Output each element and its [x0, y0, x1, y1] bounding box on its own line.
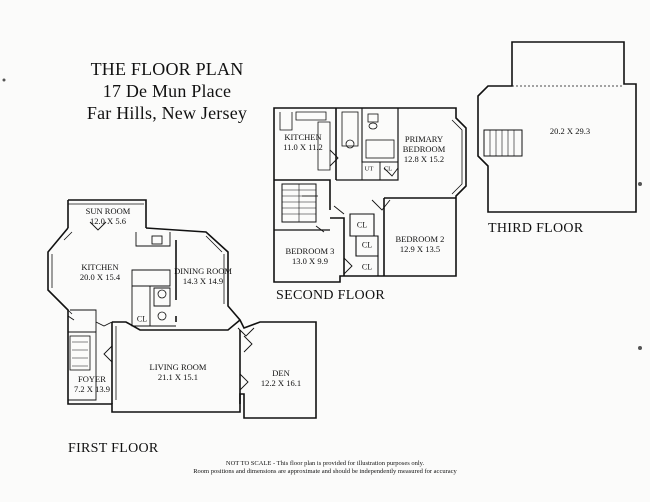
- room-primary-bedroom: PRIMARY BEDROOM 12.8 X 15.2: [403, 134, 446, 164]
- room-name-line-1: PRIMARY: [404, 134, 444, 144]
- title-line-1: THE FLOOR PLAN: [90, 59, 244, 79]
- room-den: DEN 12.2 X 16.1: [261, 368, 301, 388]
- room-name: KITCHEN: [284, 132, 322, 142]
- plan-title: THE FLOOR PLAN 17 De Mun Place Far Hills…: [82, 58, 252, 124]
- room-name: DEN: [272, 368, 290, 378]
- room-dimension: 11.0 X 11.2: [283, 142, 323, 152]
- room-foyer: FOYER 7.2 X 13.9: [74, 374, 110, 394]
- closet-label: CL: [361, 240, 373, 250]
- title-line-3: Far Hills, New Jersey: [86, 103, 248, 123]
- room-dimension: 20.0 X 15.4: [79, 272, 121, 282]
- room-name: BEDROOM 3: [285, 246, 335, 256]
- room-name: KITCHEN: [81, 262, 119, 272]
- room-dimension: 21.1 X 15.1: [157, 372, 199, 382]
- room-name-line-2: BEDROOM: [402, 144, 446, 154]
- room-sun-room: SUN ROOM 12.0 X 5.6: [86, 206, 131, 226]
- room-name: LIVING ROOM: [149, 362, 207, 372]
- title-line-2: 17 De Mun Place: [102, 81, 232, 101]
- room-bedroom-2: BEDROOM 2 12.9 X 13.5: [396, 234, 445, 254]
- room-name: DINING ROOM: [174, 266, 232, 276]
- room-kitchen-second: KITCHEN 11.0 X 11.2: [283, 132, 323, 152]
- room-dining: DINING ROOM 14.3 X 14.9: [174, 266, 232, 286]
- room-dimension: 12.8 X 15.2: [403, 154, 445, 164]
- room-kitchen-first: KITCHEN 20.0 X 15.4: [80, 262, 120, 282]
- closet-label: CL: [356, 220, 368, 230]
- closet-label: CL: [361, 262, 373, 272]
- disclaimer-line-2: Room positions and dimensions are approx…: [193, 468, 457, 475]
- room-name: BEDROOM 2: [395, 234, 445, 244]
- room-dimension: 13.0 X 9.9: [292, 256, 328, 266]
- room-bedroom-3: BEDROOM 3 13.0 X 9.9: [286, 246, 335, 266]
- room-name: FOYER: [78, 374, 106, 384]
- third-floor-caption: THIRD FLOOR: [488, 221, 584, 236]
- disclaimer-line-1: NOT TO SCALE - This floor plan is provid…: [225, 460, 425, 467]
- room-dimension: 14.3 X 14.9: [182, 276, 224, 286]
- utility-label: UT: [364, 165, 374, 173]
- first-floor-caption: FIRST FLOOR: [68, 441, 159, 456]
- room-dimension: 12.2 X 16.1: [260, 378, 302, 388]
- closet-label: CL: [136, 314, 148, 324]
- room-living: LIVING ROOM 21.1 X 15.1: [150, 362, 207, 382]
- room-name: SUN ROOM: [85, 206, 131, 216]
- closet-label: CL: [383, 165, 393, 173]
- room-dimension: 12.9 X 13.5: [399, 244, 441, 254]
- room-third-floor: 20.2 X 29.3: [550, 126, 590, 136]
- second-floor-caption: SECOND FLOOR: [276, 288, 386, 303]
- room-dimension: 7.2 X 13.9: [74, 384, 110, 394]
- room-dimension: 20.2 X 29.3: [549, 126, 591, 136]
- room-dimension: 12.0 X 5.6: [90, 216, 126, 226]
